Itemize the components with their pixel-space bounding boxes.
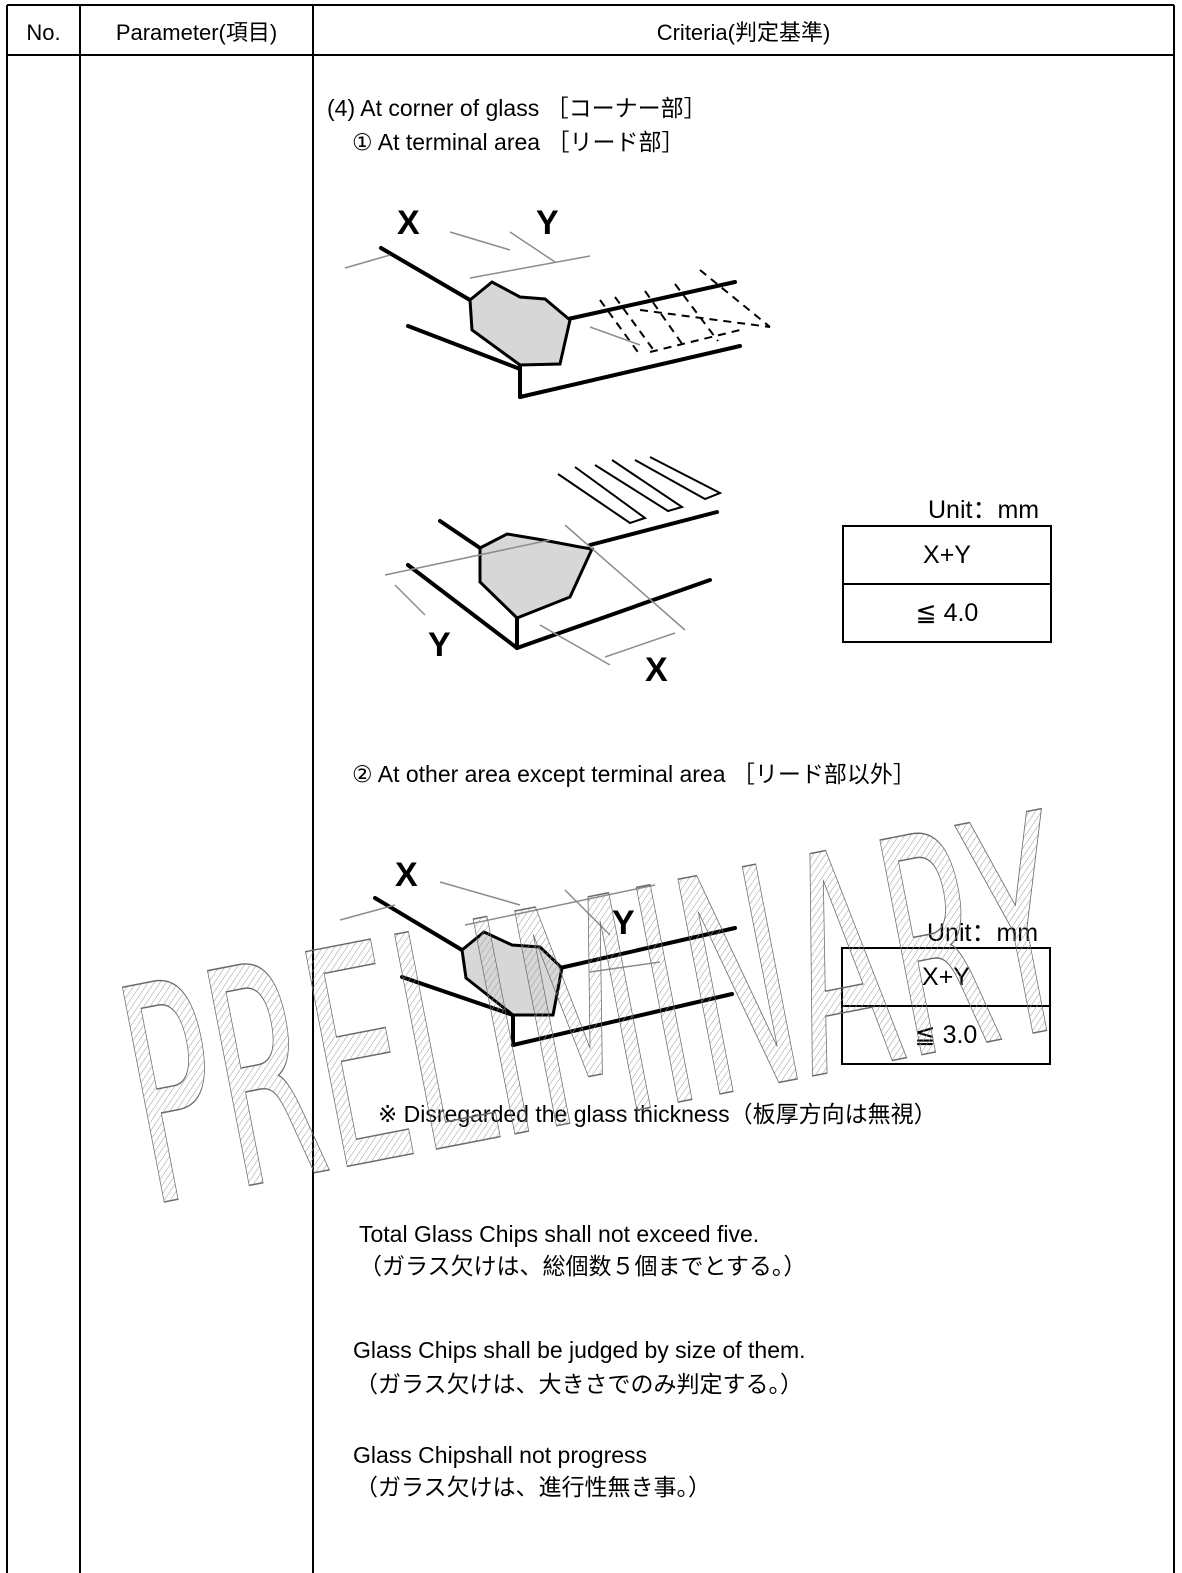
- fig3-label-x: X: [395, 856, 418, 894]
- table2-header: X+Y: [922, 963, 970, 991]
- subsection-terminal-area: ① At terminal area ［リード部］: [352, 129, 685, 155]
- criteria-table-terminal: X+Y ≦ 4.0: [842, 525, 1052, 643]
- table2-value: ≦ 3.0: [843, 1005, 1049, 1063]
- table1-value: ≦ 4.0: [844, 583, 1050, 641]
- criteria-table-other: X+Y ≦ 3.0: [841, 947, 1051, 1065]
- table1-unit: Unit：mm: [928, 496, 1040, 524]
- note-progress-jp: （ガラス欠けは、進行性無き事。）: [355, 1474, 712, 1500]
- note-total-en: Total Glass Chips shall not exceed five.: [359, 1221, 760, 1247]
- watermark-text: PRELIMINARY: [97, 750, 1098, 1274]
- fig2-label-x: X: [645, 651, 668, 689]
- subsection-other-area: ② At other area except terminal area ［リー…: [352, 761, 916, 787]
- header-parameter: Parameter(項目): [115, 20, 278, 45]
- note-thickness: ※ Disregarded the glass thickness（板厚方向は無…: [378, 1101, 937, 1127]
- note-total-jp: （ガラス欠けは、総個数５個までとする。）: [359, 1253, 807, 1279]
- header-no: No.: [26, 20, 61, 45]
- section-title: (4) At corner of glass ［コーナー部］: [327, 95, 707, 121]
- fig1-label-x: X: [397, 204, 420, 242]
- note-size-en: Glass Chips shall be judged by size of t…: [353, 1337, 806, 1363]
- note-size-jp: （ガラス欠けは、大きさでのみ判定する。）: [355, 1371, 804, 1397]
- fig1-label-y: Y: [536, 204, 559, 242]
- fig2-label-y: Y: [428, 626, 451, 664]
- table2-unit: Unit：mm: [927, 919, 1039, 947]
- table1-header: X+Y: [923, 541, 971, 569]
- header-criteria: Criteria(判定基準): [656, 20, 831, 45]
- fig3-label-y: Y: [612, 904, 635, 942]
- note-progress-en: Glass Chipshall not progress: [353, 1442, 648, 1468]
